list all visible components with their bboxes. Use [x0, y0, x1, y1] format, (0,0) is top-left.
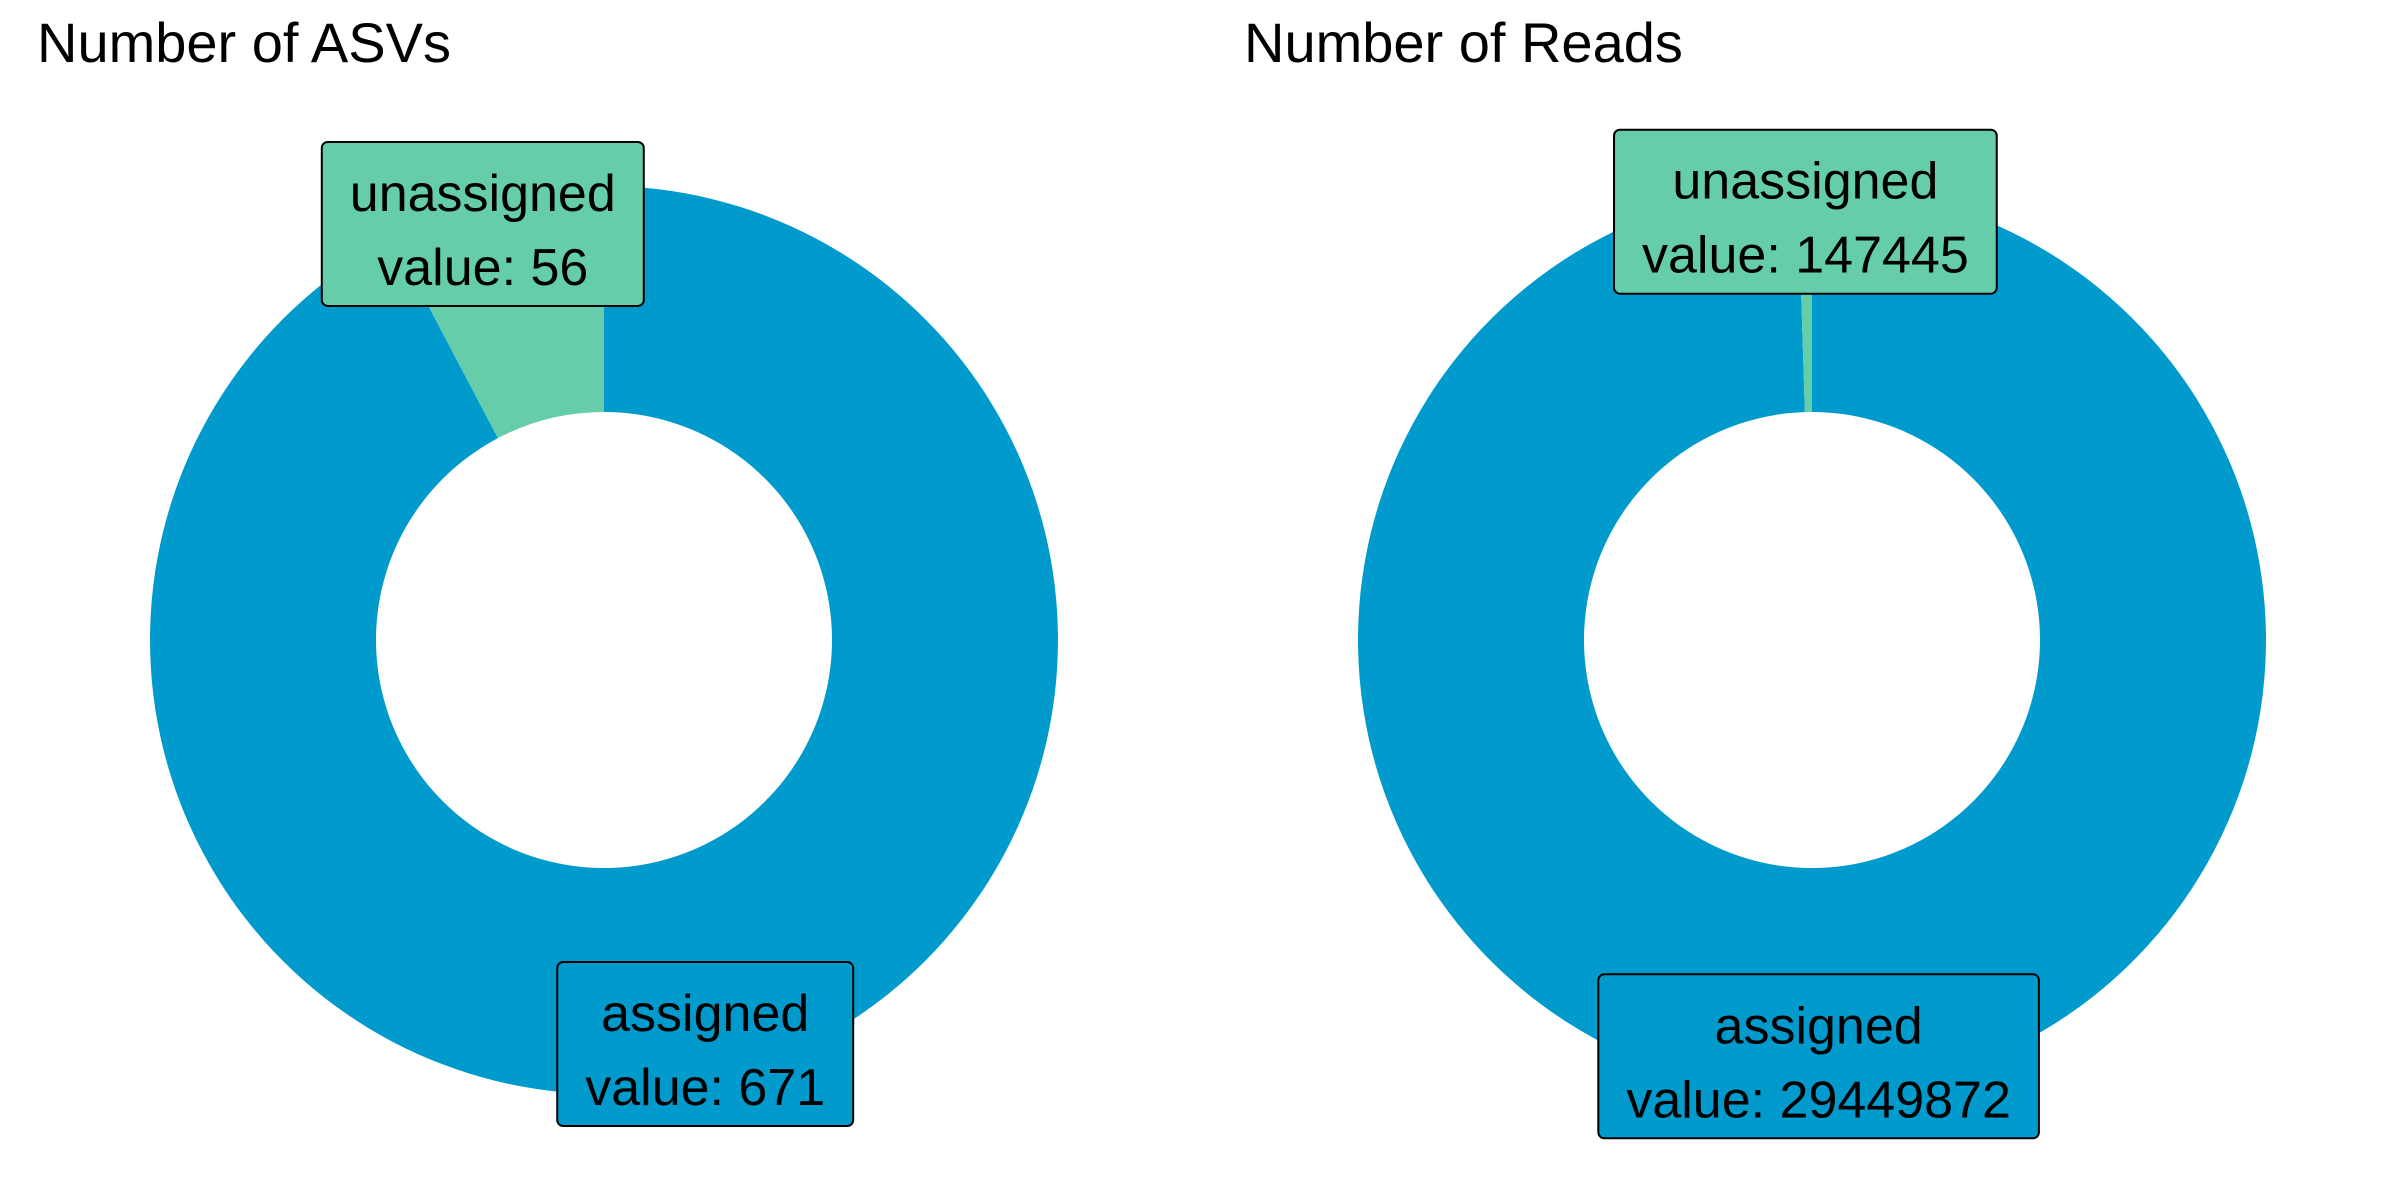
data-label-category: assigned	[601, 985, 809, 1043]
panel-title-asvs: Number of ASVs	[37, 11, 451, 74]
data-label-value: value: 56	[377, 239, 588, 297]
data-label-value: value: 147445	[1642, 227, 1969, 285]
donut-panel-asvs: Number of ASVs assigned value: 671 unassig…	[37, 11, 1059, 1128]
donut-panel-reads: Number of Reads assigned value: 29449872 u…	[1244, 11, 2266, 1140]
data-label-category: unassigned	[350, 165, 616, 223]
slices-asvs	[149, 186, 1059, 1094]
data-label-box	[1597, 973, 2040, 1140]
slice-assigned-reads	[1357, 186, 2266, 1094]
panel-title-reads: Number of Reads	[1244, 11, 1683, 74]
data-label-value: value: 671	[585, 1059, 825, 1117]
data-label-unassigned-reads: unassigned value: 147445	[1613, 128, 1998, 295]
slices-reads	[1357, 186, 2266, 1094]
data-label-box	[556, 961, 855, 1128]
data-label-assigned-reads: assigned value: 29449872	[1597, 973, 2040, 1140]
data-label-unassigned-asvs: unassigned value: 56	[320, 140, 645, 307]
data-label-value: value: 29449872	[1626, 1071, 2011, 1129]
labels-asvs: assigned value: 671 unassigned value: 56	[320, 140, 855, 1128]
data-label-assigned-asvs: assigned value: 671	[556, 961, 855, 1128]
slice-assigned-asvs	[149, 186, 1059, 1094]
data-label-box	[320, 140, 645, 307]
labels-reads: assigned value: 29449872 unassigned value: …	[1597, 128, 2040, 1140]
data-label-category: assigned	[1715, 997, 1923, 1055]
data-label-box	[1613, 128, 1998, 295]
data-label-category: unassigned	[1672, 153, 1938, 211]
